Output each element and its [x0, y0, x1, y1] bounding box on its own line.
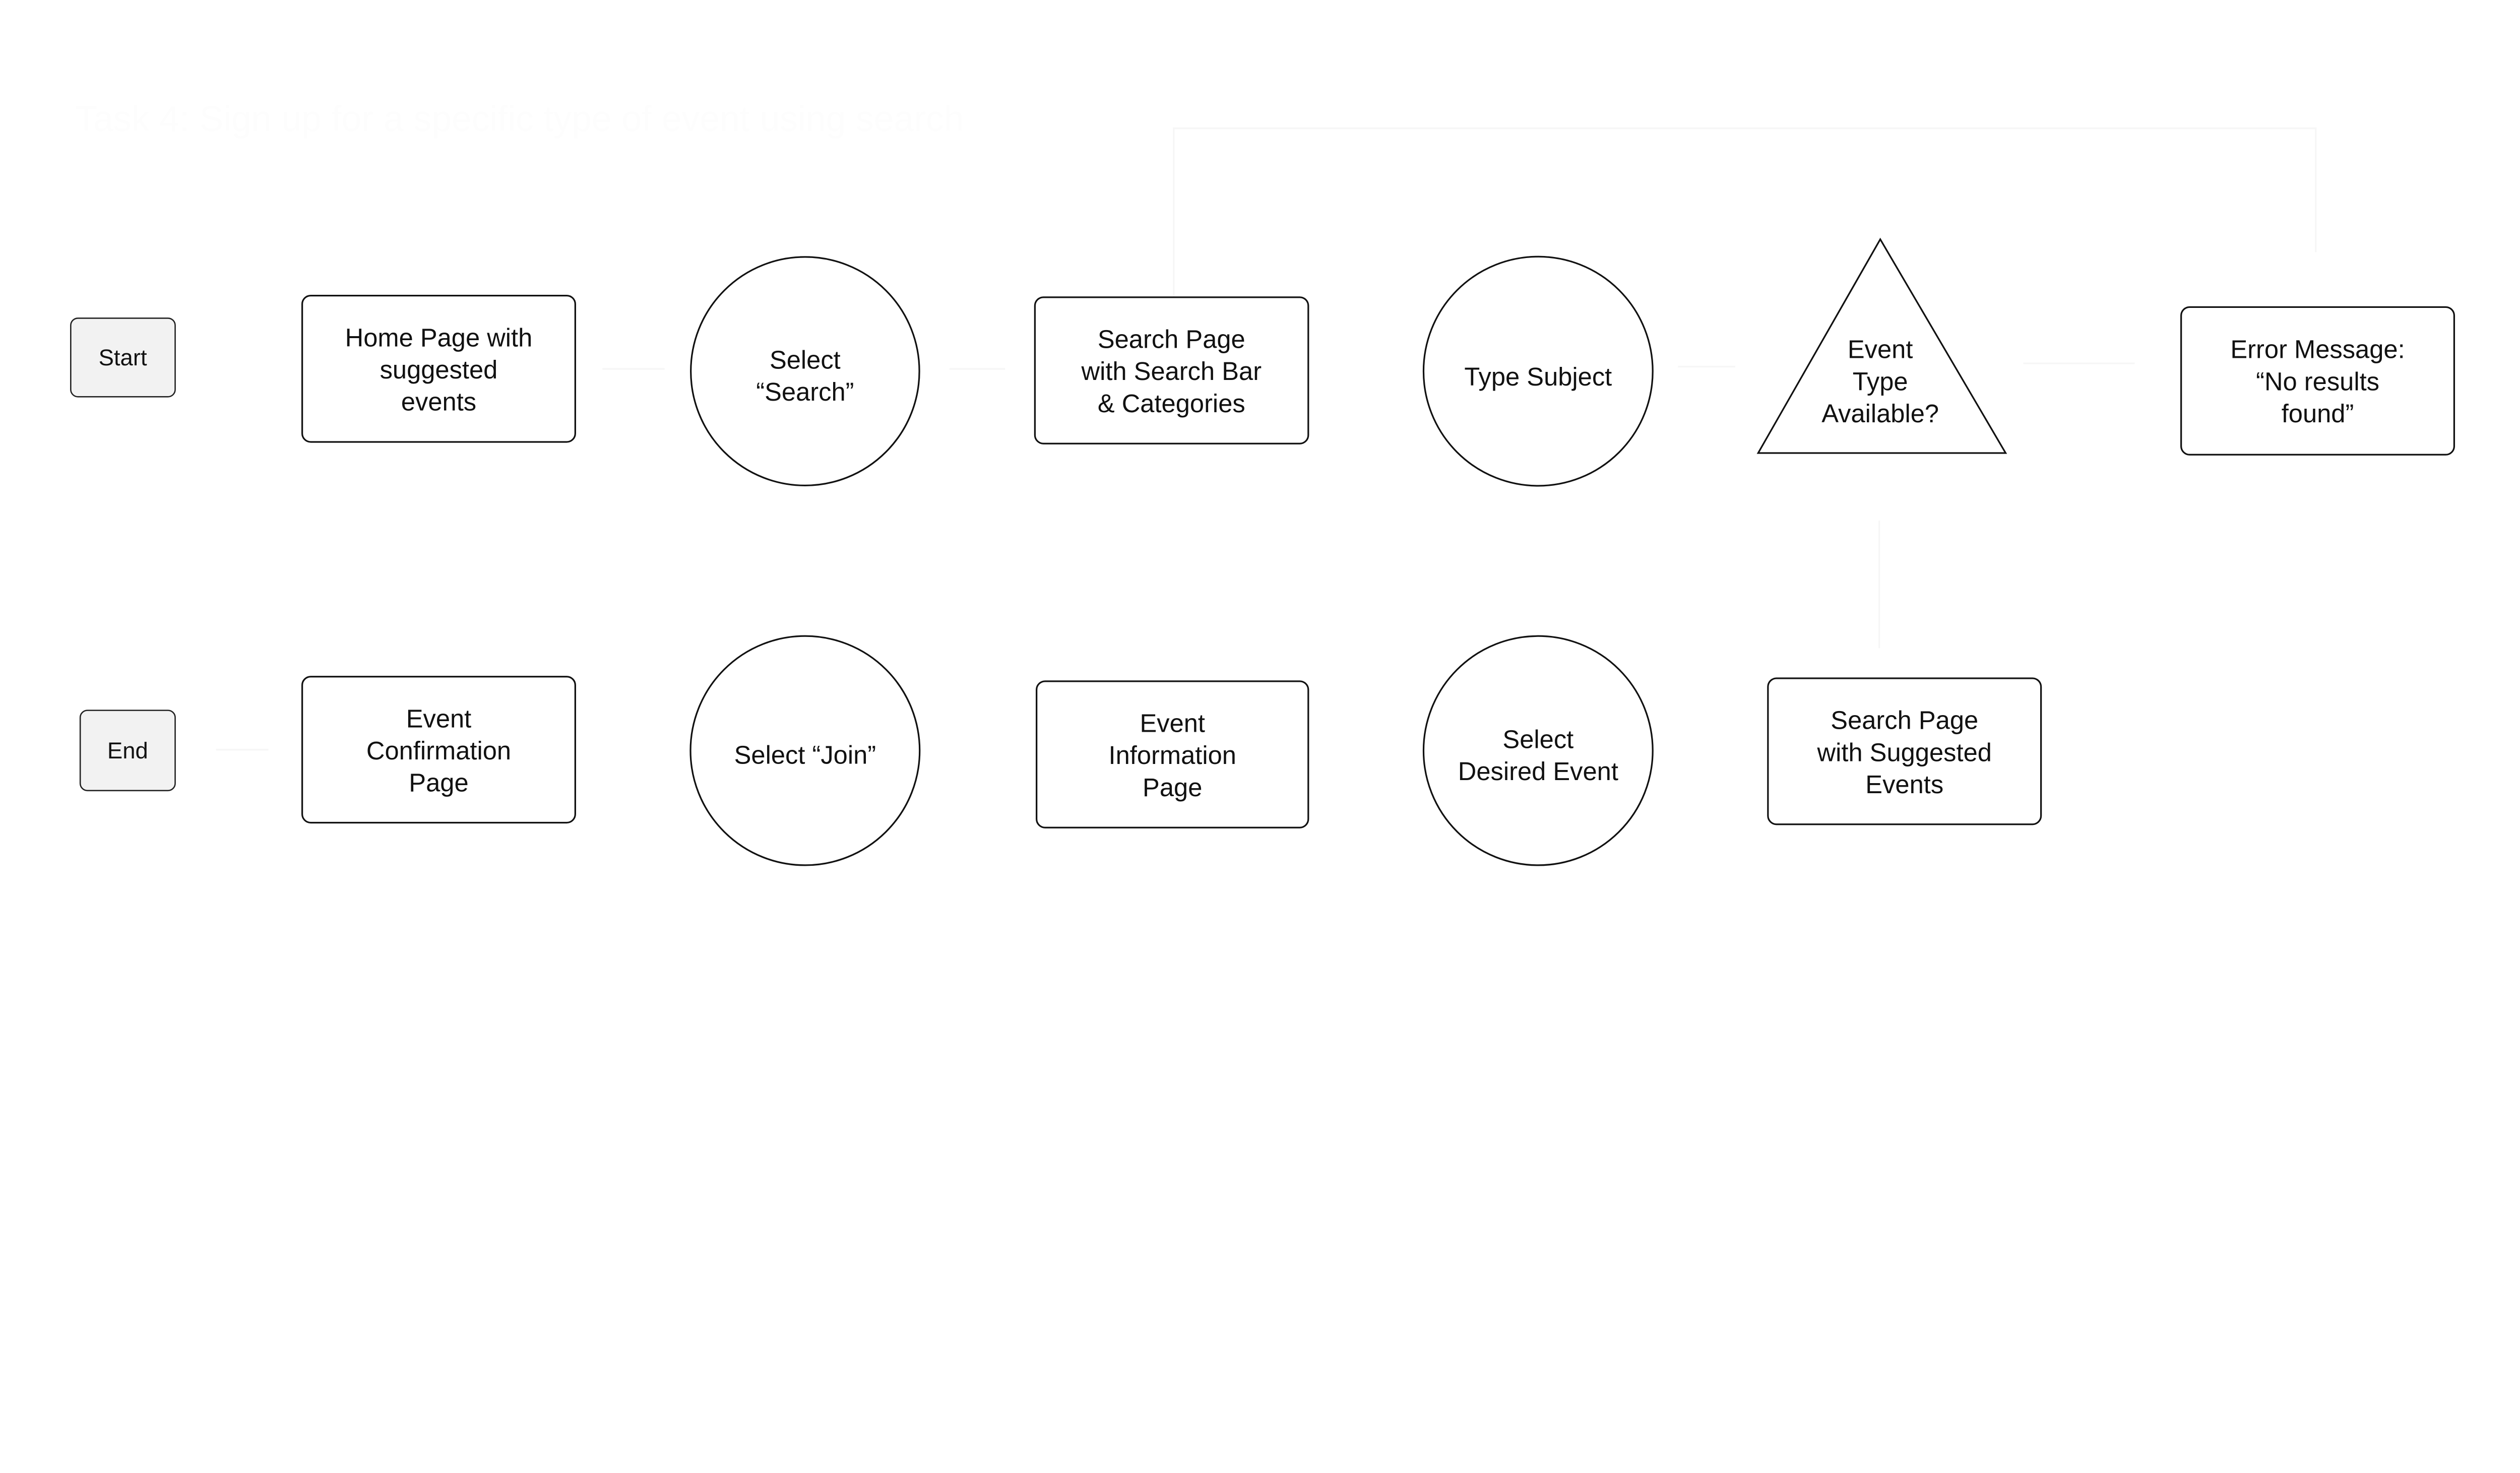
event-information-node[interactable]: Event Information Page: [1036, 680, 1309, 828]
type-subject-shape: [1422, 255, 1654, 487]
label-line: Events: [1865, 770, 1943, 799]
event-confirmation-shape: [301, 676, 576, 824]
label-line: Page: [409, 768, 468, 797]
start-node[interactable]: Start: [70, 317, 176, 398]
label-line: Select: [1502, 725, 1573, 753]
connector-error-loop: [1173, 127, 2317, 296]
select-desired-event-node[interactable]: Select Desired Event: [1422, 635, 1654, 866]
label-line: Information: [1109, 741, 1236, 770]
decision-triangle-shape: [1756, 237, 2007, 454]
end-node[interactable]: End: [79, 710, 176, 792]
decision-node[interactable]: Event Type Available?: [1756, 237, 2007, 454]
event-confirmation-node[interactable]: Event Confirmation Page: [301, 676, 576, 824]
label-line: Home Page with: [345, 323, 533, 352]
select-desired-event-shape: [1422, 635, 1654, 866]
label-line: Available?: [1821, 399, 1939, 428]
label-line: Type: [1853, 367, 1908, 396]
label-line: found”: [2282, 399, 2354, 428]
start-label: Start: [99, 345, 147, 370]
select-search-node[interactable]: Select “Search”: [690, 256, 920, 486]
label-line: Page: [1143, 773, 1202, 802]
search-page-shape: [1034, 296, 1309, 444]
select-join-node[interactable]: Select “Join”: [689, 635, 921, 866]
label-line: “Search”: [756, 377, 854, 406]
label-line: Search Page: [1098, 325, 1245, 354]
label-line: Confirmation: [366, 736, 511, 765]
diagram-title: Task 4: Sign up for a specific type of e…: [75, 99, 964, 139]
label-line: Search Page: [1831, 706, 1978, 735]
search-suggested-shape: [1767, 677, 2042, 825]
end-shape: [79, 710, 176, 792]
home-page-node[interactable]: Home Page with suggested events: [301, 294, 576, 443]
end-label: End: [107, 738, 148, 763]
label-line: & Categories: [1098, 389, 1245, 418]
select-search-shape: [690, 256, 920, 486]
label-line: with Search Bar: [1081, 357, 1262, 386]
search-suggested-node[interactable]: Search Page with Suggested Events: [1767, 677, 2042, 825]
type-subject-label: Type Subject: [1464, 362, 1612, 391]
type-subject-node[interactable]: Type Subject: [1422, 255, 1654, 487]
label-line: Event: [1140, 709, 1205, 738]
label-line: suggested: [380, 355, 498, 384]
start-shape: [70, 317, 176, 398]
label-line: with Suggested: [1817, 738, 1992, 766]
error-message-node[interactable]: Error Message: “No results found”: [2180, 306, 2455, 456]
event-information-shape: [1036, 680, 1309, 828]
label-line: Select: [770, 345, 841, 374]
label-line: Event: [406, 704, 472, 733]
error-message-shape: [2180, 306, 2455, 456]
connectors: [216, 127, 2317, 751]
label-line: Desired Event: [1458, 757, 1618, 786]
label-line: “No results: [2256, 367, 2379, 396]
search-page-node[interactable]: Search Page with Search Bar & Categories: [1034, 296, 1309, 444]
select-join-label: Select “Join”: [734, 741, 876, 770]
select-join-shape: [689, 635, 921, 866]
flow-diagram: Task 4: Sign up for a specific type of e…: [70, 99, 2455, 866]
home-page-shape: [301, 294, 576, 443]
label-line: events: [401, 388, 476, 416]
label-line: Event: [1848, 335, 1913, 364]
label-line: Error Message:: [2230, 335, 2405, 364]
